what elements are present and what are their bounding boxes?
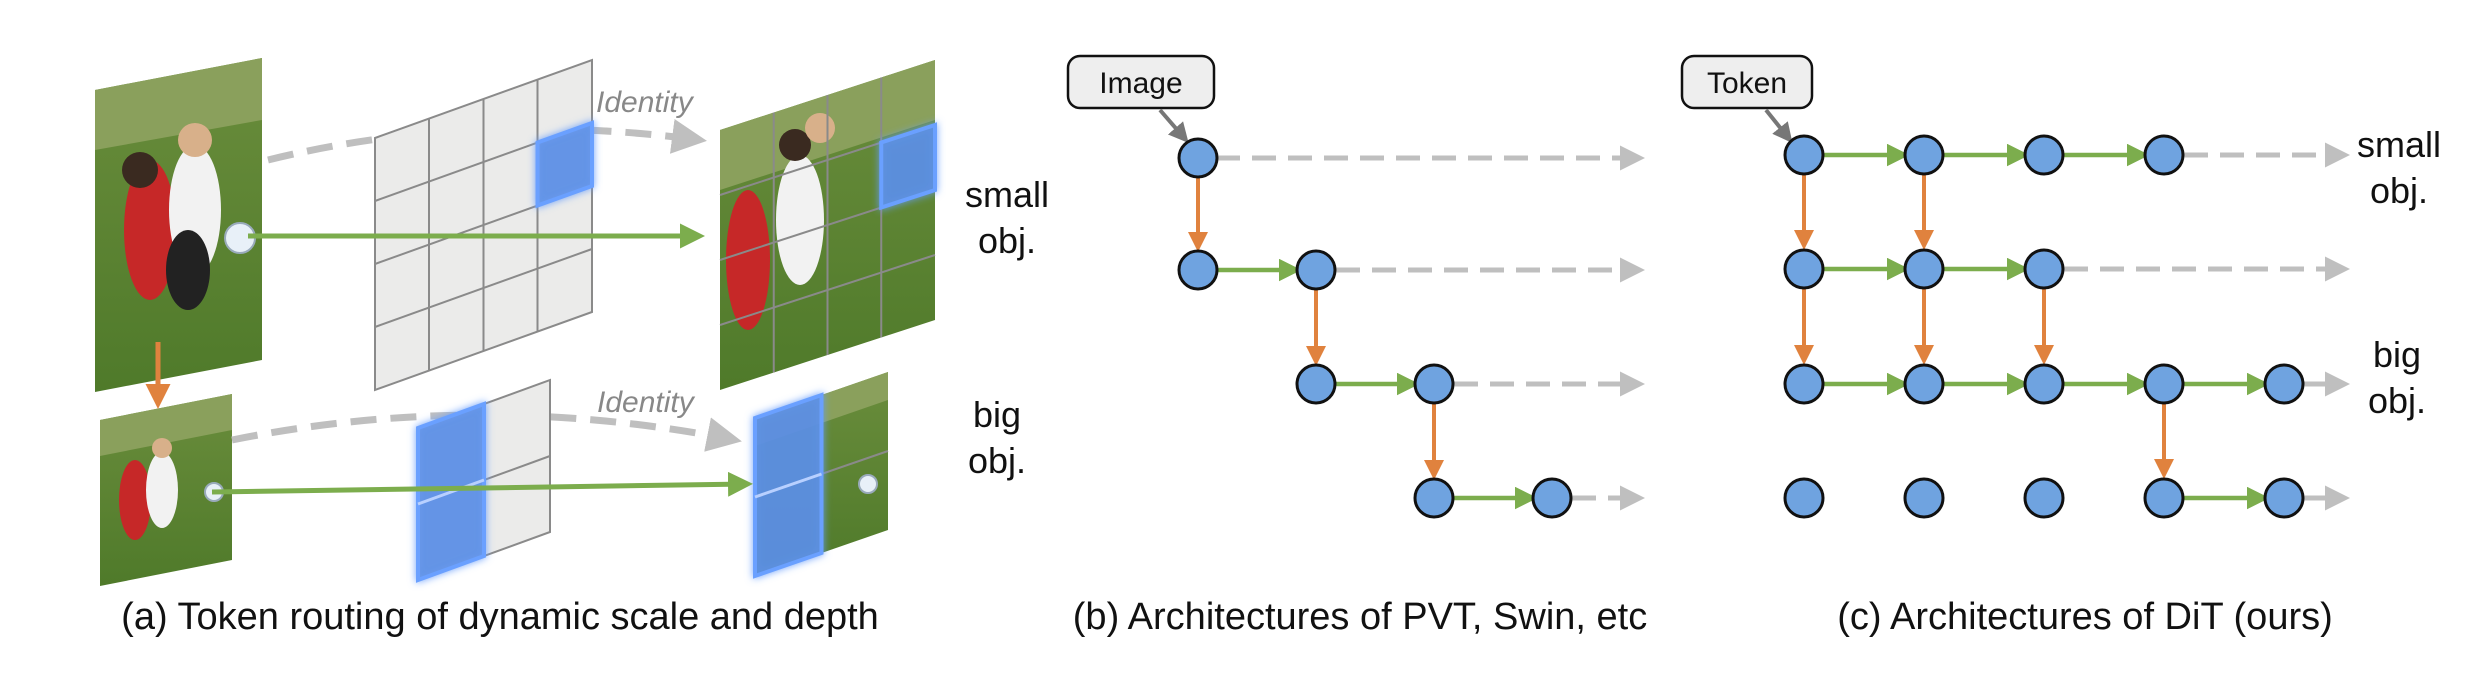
dit-node [1783, 248, 1825, 290]
pvt-node [1413, 363, 1455, 405]
dit-nodes [1783, 134, 2305, 519]
highlight-cell-small [535, 120, 594, 209]
dit-node [2143, 477, 2185, 519]
dit-node [1903, 248, 1945, 290]
label-small-obj-a-line2: obj. [977, 220, 1037, 261]
caption-panel-b: (b) Architectures of PVT, Swin, etc [1072, 596, 1648, 638]
dit-node [1783, 477, 1825, 519]
dit-node [1783, 363, 1825, 405]
dit-node [2023, 477, 2065, 519]
label-big-obj-c-line2: obj. [2367, 380, 2427, 421]
label-big-obj-a: big obj. [952, 392, 1042, 484]
pvt-node [1295, 249, 1337, 291]
dit-edges [1794, 142, 2350, 511]
panel-a: Identity Identity [95, 58, 937, 586]
pvt-node [1295, 363, 1337, 405]
dit-node [2023, 134, 2065, 176]
label-small-obj-a: small obj. [952, 172, 1062, 264]
label-small-obj-c: small obj. [2344, 122, 2454, 214]
label-small-obj-a-line1: small [964, 174, 1049, 215]
dit-node [2143, 363, 2185, 405]
panel-c: Token [1680, 54, 2350, 519]
token-input-label: Token [1707, 67, 1787, 100]
pvt-edges [1188, 145, 1645, 511]
soccer-photo-large [95, 58, 262, 392]
dit-node [2263, 477, 2305, 519]
dit-node [2023, 248, 2065, 290]
pvt-node [1177, 137, 1219, 179]
pvt-node [1177, 249, 1219, 291]
routing-grid-fine [374, 58, 594, 392]
caption-panel-c: (c) Architectures of DiT (ours) [1837, 596, 2333, 638]
label-big-obj-c: big obj. [2352, 332, 2442, 424]
pvt-node [1413, 477, 1455, 519]
route-arrow-big [211, 471, 753, 497]
pvt-nodes [1177, 137, 1573, 519]
output-photo-big-obj [753, 372, 889, 579]
image-input-pointer [1158, 108, 1189, 144]
identity-label-bottom: Identity [597, 386, 696, 419]
dit-node [1903, 363, 1945, 405]
dit-node [1783, 134, 1825, 176]
dit-node [1903, 134, 1945, 176]
pvt-node [1531, 477, 1573, 519]
dit-node [2023, 363, 2065, 405]
soccer-photo-small [100, 394, 232, 586]
output-highlight-small [879, 122, 937, 211]
label-big-obj-a-line1: big [972, 394, 1022, 435]
dit-node [2143, 134, 2185, 176]
image-input-box [1066, 54, 1216, 110]
token-input-pointer [1764, 108, 1793, 144]
label-small-obj-c-line1: small [2356, 124, 2441, 165]
identity-label-top: Identity [596, 86, 695, 119]
dit-node [2263, 363, 2305, 405]
token-input-box [1680, 54, 1814, 110]
label-small-obj-c-line2: obj. [2369, 170, 2429, 211]
dit-node [1903, 477, 1945, 519]
routing-grid-coarse [416, 378, 551, 583]
panel-b: Image [1066, 54, 1645, 519]
label-big-obj-a-line2: obj. [967, 440, 1027, 481]
output-photo-small-obj [719, 60, 937, 390]
image-input-label: Image [1099, 67, 1182, 100]
caption-panel-a: (a) Token routing of dynamic scale and d… [121, 596, 879, 638]
label-big-obj-c-line1: big [2372, 334, 2422, 375]
